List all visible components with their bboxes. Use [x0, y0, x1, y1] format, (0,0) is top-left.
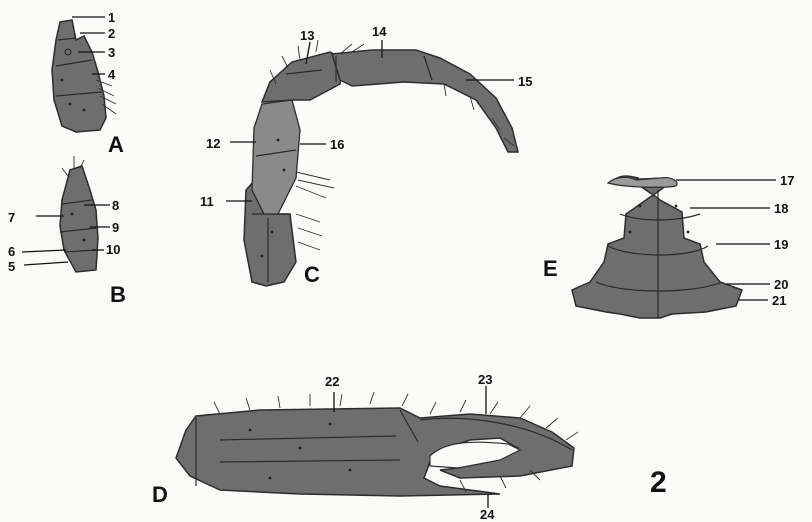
label-16: 16	[330, 137, 344, 152]
label-19: 19	[774, 237, 788, 252]
label-22: 22	[325, 374, 339, 389]
label-11: 11	[200, 194, 214, 209]
label-8: 8	[112, 198, 119, 213]
panel-label-a: A	[108, 132, 124, 157]
label-20: 20	[774, 277, 788, 292]
label-1: 1	[108, 10, 115, 25]
appendage-a	[52, 17, 116, 132]
panel-label-e: E	[543, 256, 558, 281]
label-24: 24	[480, 507, 495, 522]
label-18: 18	[774, 201, 788, 216]
label-14: 14	[372, 24, 387, 39]
label-4: 4	[108, 67, 116, 82]
plate-e	[572, 176, 776, 318]
appendage-b	[22, 156, 110, 272]
label-15: 15	[518, 74, 532, 89]
claw-d	[176, 386, 578, 508]
label-23: 23	[478, 372, 492, 387]
label-21: 21	[772, 293, 786, 308]
label-17: 17	[780, 173, 794, 188]
panel-label-b: B	[110, 282, 126, 307]
label-6: 6	[8, 244, 15, 259]
label-7: 7	[8, 210, 15, 225]
label-2: 2	[108, 26, 115, 41]
panel-label-d: D	[152, 482, 168, 507]
label-5: 5	[8, 259, 15, 274]
label-9: 9	[112, 220, 119, 235]
label-12: 12	[206, 136, 220, 151]
label-3: 3	[108, 45, 115, 60]
label-10: 10	[106, 242, 120, 257]
label-13: 13	[300, 28, 314, 43]
figure-number: 2	[650, 466, 667, 499]
appendage-c	[226, 40, 518, 286]
panel-label-c: C	[304, 262, 320, 287]
